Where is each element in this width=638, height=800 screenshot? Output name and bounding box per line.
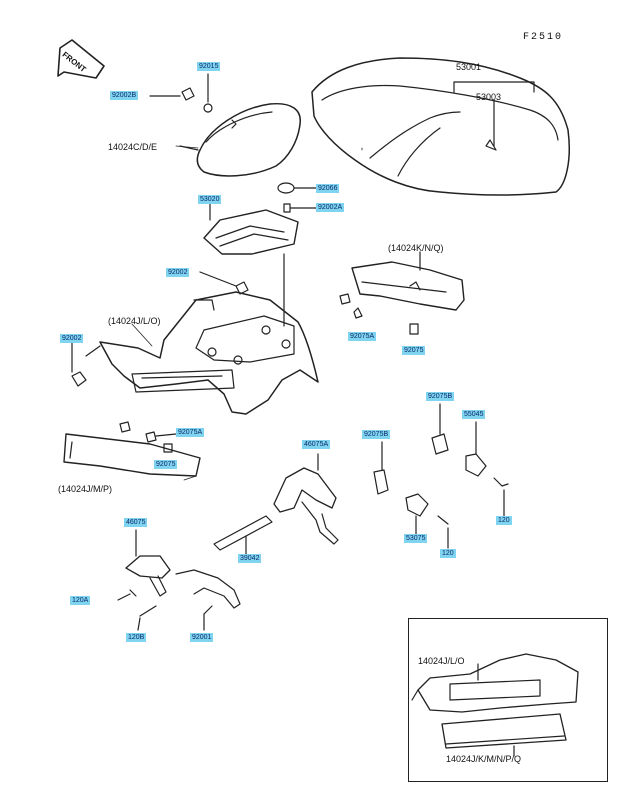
callout-92075b-mid[interactable]: 92075B xyxy=(362,430,391,439)
fastener-92002-left-icon xyxy=(71,339,87,387)
callout-92001[interactable]: 92001 xyxy=(190,633,214,642)
callout-46075[interactable]: 46075 xyxy=(124,518,148,527)
label-14024jlo: (14024J/L/O) xyxy=(108,316,161,326)
bracket-46075-icon xyxy=(125,529,241,609)
nut-92075a-right-icon xyxy=(339,293,363,319)
fastener-92015-icon xyxy=(203,73,213,113)
rear-fender-icon xyxy=(85,253,319,415)
callout-92075-right[interactable]: 92075 xyxy=(402,346,426,355)
nut-92075-left-icon xyxy=(163,443,173,453)
bolt-92002a-icon xyxy=(283,203,319,213)
bracket-46075a-icon xyxy=(273,453,339,545)
callout-92075b-right[interactable]: 92075B xyxy=(426,392,455,401)
callout-92002a[interactable]: 92002A xyxy=(316,203,345,212)
label-14024knq: (14024K/N/Q) xyxy=(388,243,444,253)
cap-92066-icon xyxy=(277,182,319,194)
side-cover-icon xyxy=(63,433,201,477)
inset-label-14024all: 14024J/K/M/N/P/Q xyxy=(446,754,522,764)
inset-label-14024jlo: 14024J/L/O xyxy=(418,656,465,666)
callout-92002-mid[interactable]: 92002 xyxy=(166,268,190,277)
clamp-55045-icon xyxy=(465,421,509,517)
callout-92002b[interactable]: 92002B xyxy=(110,91,139,100)
nut-92075a-left-icon xyxy=(119,421,177,443)
callout-39042[interactable]: 39042 xyxy=(238,554,262,563)
fastener-92002b-icon xyxy=(149,87,195,101)
bolt-92001-icon xyxy=(203,605,213,631)
main-seat-icon xyxy=(311,57,571,196)
reflector-92075b-right-icon xyxy=(431,403,449,455)
label-53001: 53001 xyxy=(456,62,482,72)
leader-lines xyxy=(131,145,363,481)
carrier-plate-icon xyxy=(203,201,299,255)
reflector-92075b-mid-icon xyxy=(373,441,389,495)
label-14024jmp: (14024J/M/P) xyxy=(58,484,113,494)
bracket-92002-icon xyxy=(193,271,249,311)
callout-46075a[interactable]: 46075A xyxy=(302,440,331,449)
callout-55045[interactable]: 55045 xyxy=(462,410,486,419)
rear-seat-cowl-icon xyxy=(179,102,301,177)
clamp-53075-icon xyxy=(405,493,449,549)
callout-92075a-left[interactable]: 92075A xyxy=(176,428,205,437)
inset-detail-frame xyxy=(408,618,608,782)
callout-92015[interactable]: 92015 xyxy=(197,62,221,71)
callout-92066[interactable]: 92066 xyxy=(316,184,340,193)
callout-92075a-right[interactable]: 92075A xyxy=(348,332,377,341)
label-53003: 53003 xyxy=(476,92,502,102)
callout-120a[interactable]: 120A xyxy=(70,596,91,605)
bolt-120b-icon xyxy=(137,605,157,631)
inset-fender-icon xyxy=(411,653,579,757)
nut-92075-right-icon xyxy=(409,323,419,335)
callout-53075[interactable]: 53075 xyxy=(404,534,428,543)
figure-number: F2510 xyxy=(523,32,564,43)
callout-92002-left[interactable]: 92002 xyxy=(60,334,84,343)
callout-120-right[interactable]: 120 xyxy=(496,516,512,525)
label-14024cde: 14024C/D/E xyxy=(108,142,158,152)
rod-39042-icon xyxy=(213,515,273,555)
callout-120-mid[interactable]: 120 xyxy=(440,549,456,558)
callout-120b[interactable]: 120B xyxy=(126,633,147,642)
callout-92075-left[interactable]: 92075 xyxy=(154,460,178,469)
tail-cover-icon xyxy=(351,251,465,311)
bolt-120a-icon xyxy=(117,589,137,601)
callout-53020[interactable]: 53020 xyxy=(198,195,222,204)
front-arrow-icon xyxy=(57,39,105,79)
